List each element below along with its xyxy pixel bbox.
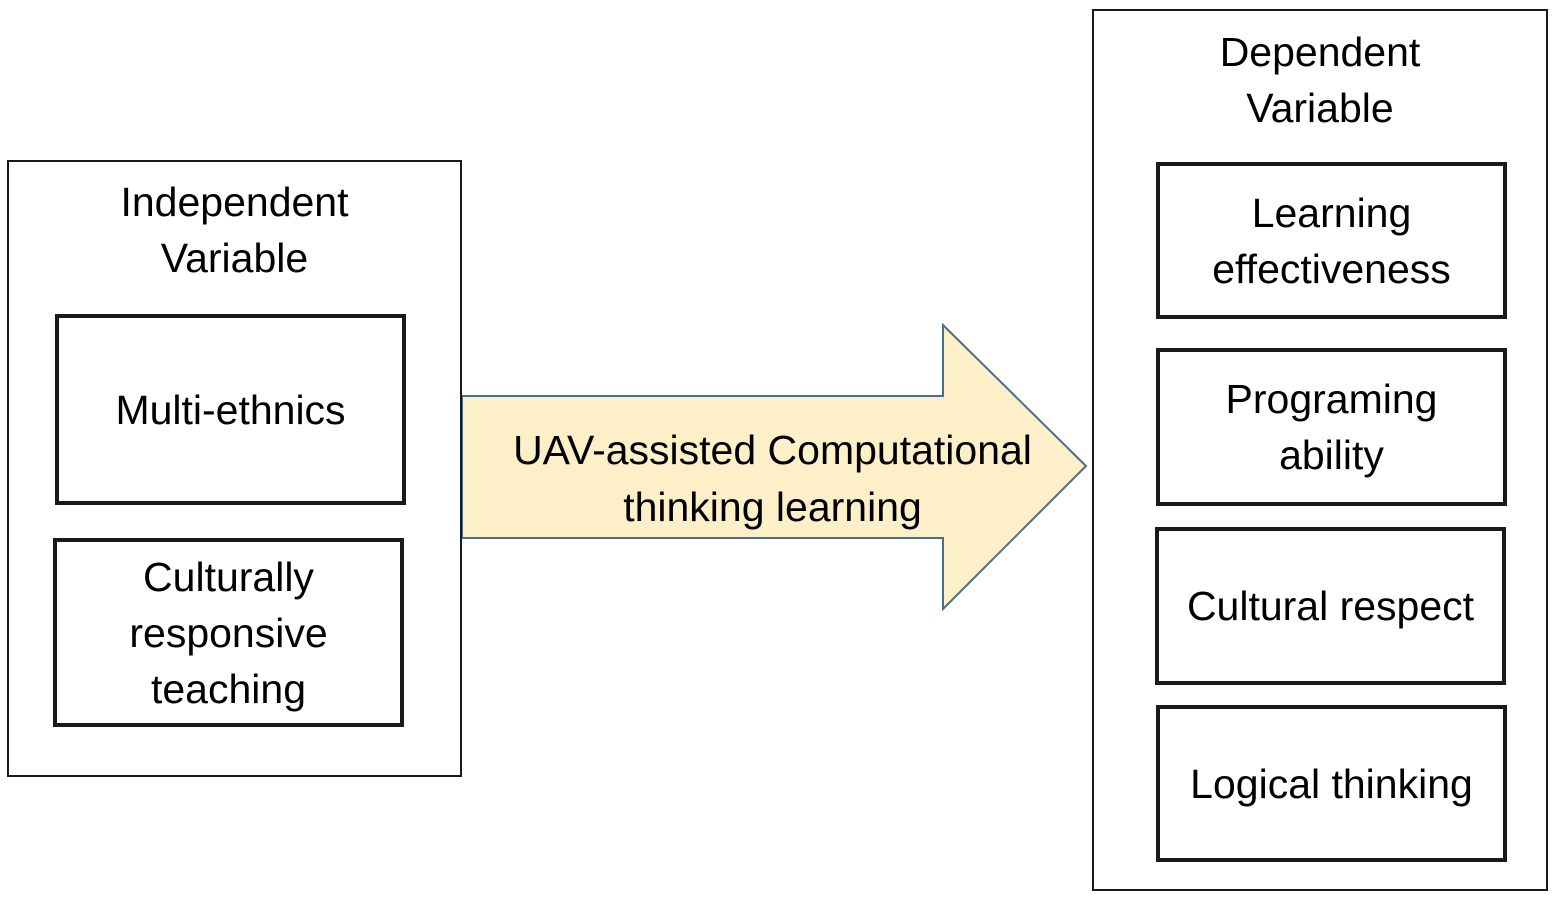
cultural-respect-box: Cultural respect (1155, 527, 1506, 685)
learning-effectiveness-label: Learning effectiveness (1212, 189, 1451, 292)
multi-ethnics-box: Multi-ethnics (55, 314, 406, 505)
cultural-respect-label: Cultural respect (1186, 583, 1475, 629)
arrow-label: UAV-assisted Computational thinking lear… (513, 427, 1032, 530)
culturally-responsive-teaching-label: Culturally responsive teaching (129, 553, 328, 712)
programing-ability-label: Programing ability (1225, 376, 1438, 478)
culturally-responsive-teaching-box: Culturally responsive teaching (53, 538, 404, 727)
programing-ability-box: Programing ability (1156, 348, 1507, 506)
independent-variable-title: Independent Variable (120, 179, 349, 281)
multi-ethnics-label: Multi-ethnics (115, 386, 346, 433)
learning-effectiveness-box: Learning effectiveness (1156, 162, 1507, 319)
logical-thinking-label: Logical thinking (1190, 760, 1473, 807)
logical-thinking-box: Logical thinking (1156, 705, 1507, 862)
dependent-variable-title: Dependent Variable (1219, 29, 1421, 131)
